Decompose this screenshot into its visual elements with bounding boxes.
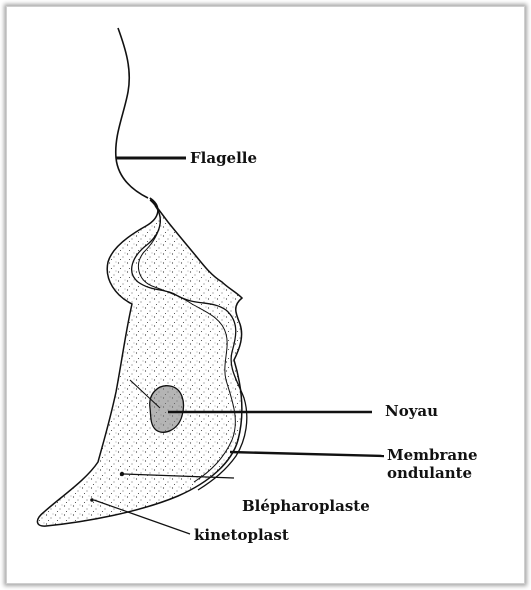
label-membrane-line2: ondulante <box>387 464 472 482</box>
kinetoplast-dot <box>90 498 94 502</box>
label-kinetoplast: kinetoplast <box>194 526 289 544</box>
label-blepharoplaste: Blépharoplaste <box>242 497 370 515</box>
blepharoplast-dot <box>120 472 124 476</box>
membrane-leader <box>230 452 384 456</box>
flagellum <box>116 28 148 198</box>
label-noyau: Noyau <box>385 402 438 420</box>
label-flagelle: Flagelle <box>190 149 257 167</box>
label-membrane-line1: Membrane <box>387 446 478 464</box>
